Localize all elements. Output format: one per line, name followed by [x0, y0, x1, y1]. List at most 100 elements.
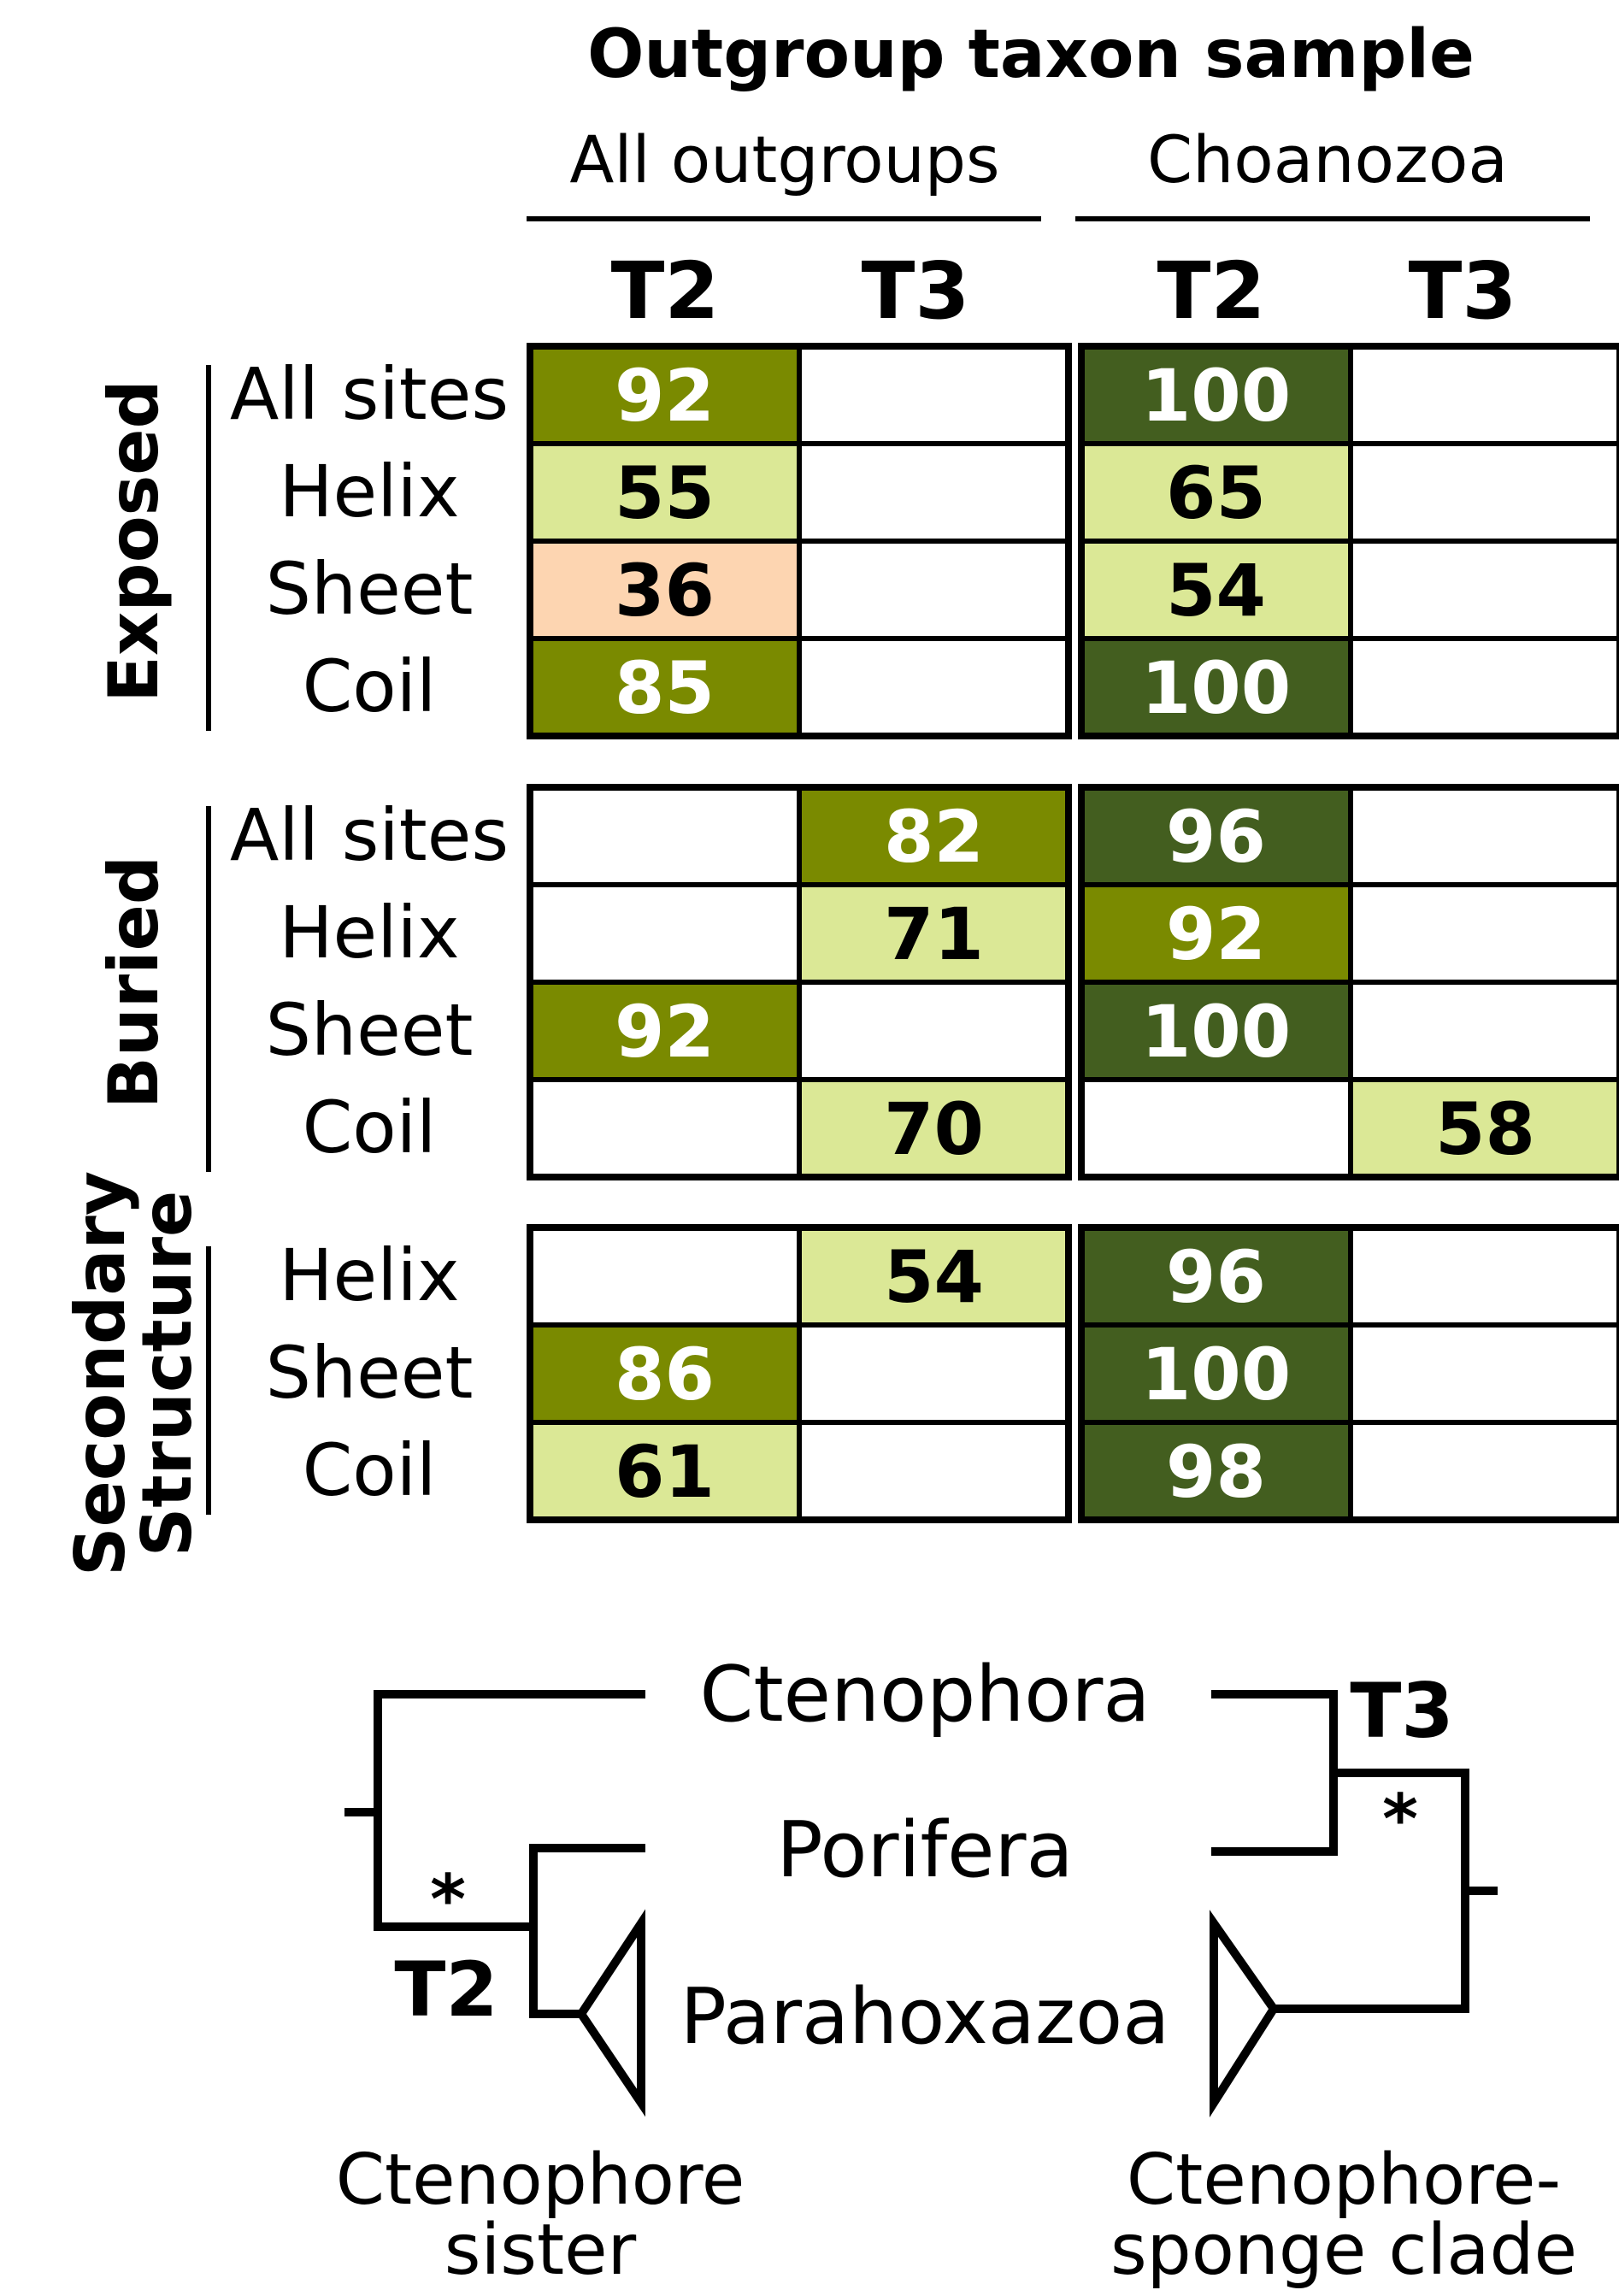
section-label-line: Exposed	[94, 380, 174, 703]
cell-buried-helix-0	[527, 882, 802, 985]
table-frame-choanozoa	[1078, 784, 1619, 1180]
cell-buried-sheet-2	[1079, 980, 1353, 1082]
row-label-exposed-all-sites: All sites	[230, 352, 509, 436]
column-header-t3-all: T3	[862, 245, 970, 337]
cell-value-exposed-all-sites-2: 100	[1141, 354, 1291, 438]
cell-value-exposed-helix-2: 65	[1166, 451, 1266, 535]
cell-exposed-all-sites-3	[1348, 344, 1619, 446]
cell-exposed-all-sites-1	[797, 344, 1071, 446]
row-label-secondary-structure-helix: Helix	[279, 1233, 459, 1317]
tree-t3: T3 * Ctenophore- sponge clade	[1110, 1667, 1577, 2291]
row-label-secondary-structure-sheet: Sheet	[266, 1331, 474, 1415]
cell-value-exposed-coil-2: 100	[1141, 646, 1291, 730]
table-frame-all-outgroups	[527, 1224, 1072, 1523]
figure-title: Outgroup taxon sample	[587, 16, 1475, 93]
row-label-buried-helix: Helix	[279, 891, 459, 974]
cell-value-exposed-all-sites-0: 92	[615, 354, 715, 438]
section-label-buried: Buried	[94, 856, 174, 1109]
tree-t2-parahoxazoa-triangle	[575, 1909, 645, 2117]
cell-value-buried-coil-1: 70	[884, 1087, 984, 1171]
tree-t2-support-mark: *	[430, 1860, 466, 1940]
cell-exposed-sheet-3	[1348, 539, 1619, 641]
cell-value-exposed-sheet-0: 36	[615, 549, 715, 633]
cell-buried-coil-2	[1079, 1077, 1353, 1180]
tree-t2-caption-line2: sister	[444, 2210, 637, 2291]
cell-buried-coil-3	[1348, 1077, 1619, 1180]
cell-exposed-helix-3	[1348, 441, 1619, 544]
cell-exposed-coil-1	[797, 636, 1071, 739]
cell-buried-helix-3	[1348, 882, 1619, 985]
section-label-line: Structure	[127, 1191, 207, 1557]
cell-value-buried-coil-3: 58	[1435, 1087, 1535, 1171]
cell-value-exposed-helix-0: 55	[615, 451, 715, 535]
row-label-secondary-structure-coil: Coil	[303, 1428, 437, 1512]
group-label-all-outgroups: All outgroups	[569, 121, 999, 197]
cell-value-secondary-structure-coil-0: 61	[615, 1430, 715, 1514]
row-label-buried-sheet: Sheet	[266, 988, 474, 1072]
tree-diagrams: Ctenophora Porifera Parahoxazoa * T2 Cte…	[336, 1650, 1577, 2291]
row-label-buried-coil: Coil	[303, 1086, 437, 1169]
table-frame-all-outgroups	[527, 784, 1072, 1180]
tree-t3-node-label: T3	[1350, 1667, 1453, 1755]
cell-exposed-sheet-1	[797, 539, 1071, 641]
group-label-choanozoa: Choanozoa	[1147, 121, 1508, 197]
row-label-buried-all-sites: All sites	[230, 793, 509, 877]
cell-value-buried-all-sites-1: 82	[884, 795, 984, 879]
cell-buried-all-sites-0	[527, 785, 802, 887]
cell-buried-sheet-0	[527, 980, 802, 1082]
tree-t3-parahoxazoa-triangle	[1210, 1910, 1280, 2118]
column-header-t3-choano: T3	[1409, 245, 1517, 337]
cell-value-secondary-structure-coil-2: 98	[1166, 1430, 1266, 1514]
cell-secondary-structure-helix-1	[797, 1225, 1071, 1328]
cell-value-secondary-structure-helix-1: 54	[884, 1235, 984, 1319]
cell-secondary-structure-helix-3	[1348, 1225, 1619, 1328]
cell-secondary-structure-sheet-1	[797, 1322, 1071, 1425]
table-frame-all-outgroups	[527, 343, 1072, 739]
section-label-line: Secondary	[61, 1171, 140, 1576]
table-frame-choanozoa	[1078, 343, 1619, 739]
cell-value-secondary-structure-helix-2: 96	[1166, 1235, 1266, 1319]
cell-exposed-helix-1	[797, 441, 1071, 544]
row-label-exposed-coil: Coil	[303, 645, 437, 728]
row-label-exposed-helix: Helix	[279, 450, 459, 533]
cell-secondary-structure-helix-0	[527, 1225, 802, 1328]
tree-t3-support-mark: *	[1382, 1780, 1418, 1859]
cell-secondary-structure-sheet-3	[1348, 1322, 1619, 1425]
cell-secondary-structure-coil-3	[1348, 1420, 1619, 1522]
cell-value-exposed-sheet-2: 54	[1166, 549, 1266, 633]
tree-t3-caption-line1: Ctenophore-	[1127, 2140, 1561, 2221]
cell-exposed-coil-3	[1348, 636, 1619, 739]
tree-t3-caption-line2: sponge clade	[1110, 2210, 1577, 2291]
cell-buried-sheet-1	[797, 980, 1071, 1082]
taxon-label-ctenophora: Ctenophora	[700, 1650, 1151, 1740]
section-label-line: Buried	[94, 856, 174, 1109]
tree-t3-branches	[1211, 1690, 1498, 2013]
cell-value-buried-all-sites-2: 96	[1166, 795, 1266, 879]
table-frame-choanozoa	[1078, 1224, 1619, 1523]
cell-buried-all-sites-3	[1348, 785, 1619, 887]
column-header-t2-all: T2	[611, 245, 720, 337]
tree-t2-branches	[344, 1690, 645, 2018]
tree-t2: * T2 Ctenophore sister	[336, 1690, 745, 2291]
cell-value-secondary-structure-sheet-2: 100	[1141, 1333, 1291, 1416]
cell-buried-sheet-3	[1348, 980, 1619, 1082]
cell-exposed-all-sites-0	[527, 344, 802, 446]
taxon-label-parahoxazoa: Parahoxazoa	[680, 1972, 1170, 2062]
cell-value-exposed-coil-0: 85	[615, 646, 715, 730]
cell-value-buried-helix-2: 92	[1166, 892, 1266, 976]
cell-value-buried-sheet-2: 100	[1141, 990, 1291, 1074]
cell-value-secondary-structure-sheet-0: 86	[615, 1333, 715, 1416]
tree-t2-caption-line1: Ctenophore	[336, 2140, 745, 2221]
cell-exposed-helix-0	[527, 441, 802, 544]
cell-buried-coil-0	[527, 1077, 802, 1180]
cell-value-buried-sheet-0: 92	[615, 990, 715, 1074]
column-header-t2-choano: T2	[1157, 245, 1266, 337]
tree-t2-node-label: T2	[394, 1946, 497, 2034]
row-label-exposed-sheet: Sheet	[266, 547, 474, 631]
section-label-exposed: Exposed	[94, 380, 174, 703]
cell-value-buried-helix-1: 71	[884, 892, 984, 976]
